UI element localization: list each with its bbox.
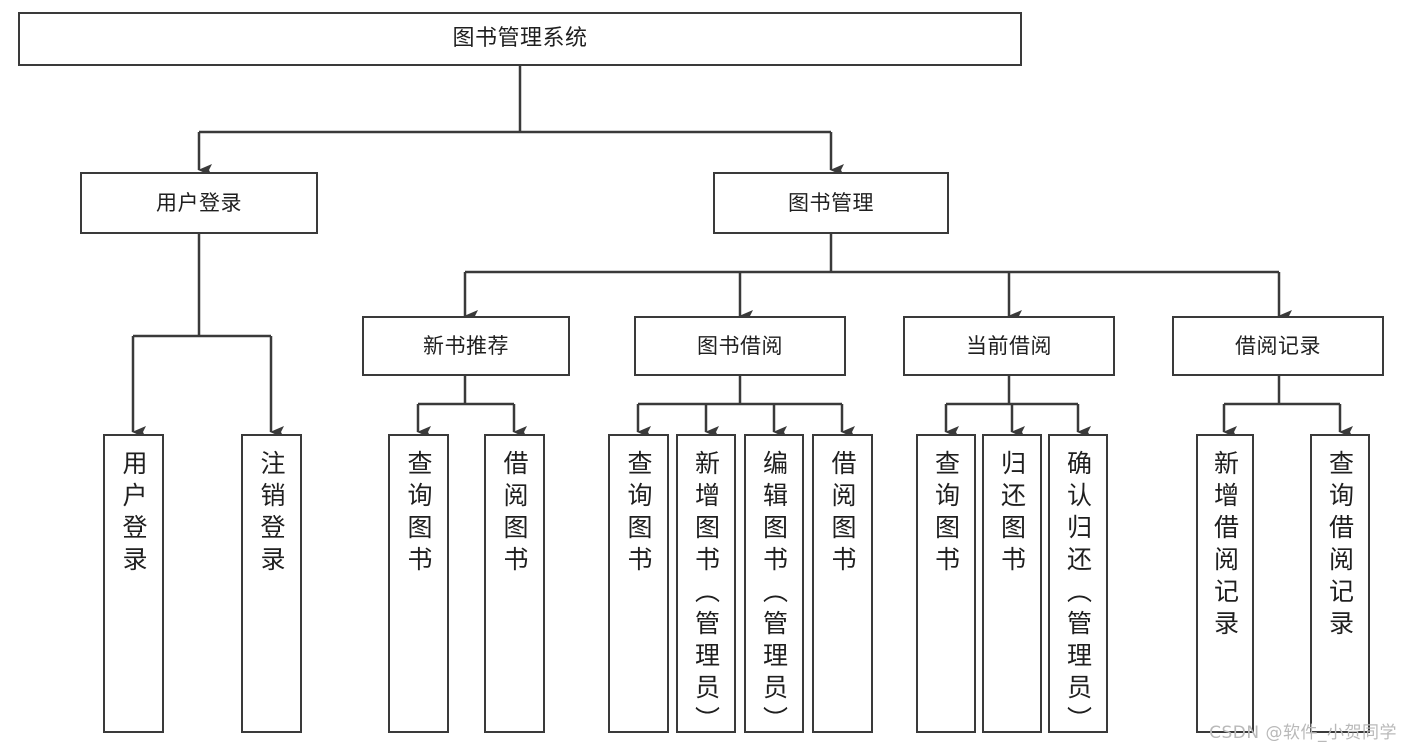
node-label: 用户登录	[119, 450, 148, 578]
leaf-current-borrow-confirm-return-admin[interactable]: 确认归还（管理员）	[1048, 434, 1108, 738]
leaf-borrow-record-query-record[interactable]: 查询借阅记录	[1310, 434, 1370, 733]
node-label: 查询借阅记录	[1325, 450, 1355, 642]
node-label: 查询图书	[931, 450, 961, 578]
node-book-management[interactable]: 图书管理	[713, 172, 949, 234]
node-label: 图书管理系统	[452, 26, 588, 52]
leaf-new-book-query-book[interactable]: 查询图书	[388, 434, 449, 733]
node-current-borrow[interactable]: 当前借阅	[903, 316, 1115, 376]
leaf-new-book-borrow-book[interactable]: 借阅图书	[484, 434, 545, 733]
watermark: CSDN @软件_小贺同学	[1209, 723, 1397, 743]
node-book-borrow[interactable]: 图书借阅	[634, 316, 846, 376]
node-new-book-recommend[interactable]: 新书推荐	[362, 316, 570, 376]
leaf-book-borrow-add-book-admin[interactable]: 新增图书（管理员）	[676, 434, 736, 738]
leaf-user-login-login[interactable]: 用户登录	[103, 434, 164, 733]
leaf-user-login-logout[interactable]: 注销登录	[241, 434, 302, 733]
leaf-borrow-record-add-record[interactable]: 新增借阅记录	[1196, 434, 1254, 733]
node-label: 确认归还（管理员）	[1063, 450, 1093, 738]
leaf-book-borrow-borrow-book[interactable]: 借阅图书	[812, 434, 873, 733]
node-label: 查询图书	[624, 450, 653, 578]
node-label: 用户登录	[156, 190, 242, 215]
node-label: 图书管理	[788, 190, 874, 215]
node-borrow-record[interactable]: 借阅记录	[1172, 316, 1384, 376]
node-label: 借阅图书	[500, 450, 529, 578]
node-label: 编辑图书（管理员）	[759, 450, 789, 738]
node-label: 注销登录	[257, 450, 286, 578]
node-label: 新增借阅记录	[1210, 450, 1240, 642]
node-root-book-management-system[interactable]: 图书管理系统	[18, 12, 1022, 66]
node-user-login[interactable]: 用户登录	[80, 172, 318, 234]
leaf-book-borrow-edit-book-admin[interactable]: 编辑图书（管理员）	[744, 434, 804, 738]
node-label: 图书借阅	[697, 333, 783, 358]
node-label: 新增图书（管理员）	[691, 450, 721, 738]
node-label: 新书推荐	[423, 333, 509, 358]
node-label: 查询图书	[404, 450, 433, 578]
leaf-current-borrow-query-book[interactable]: 查询图书	[916, 434, 976, 733]
node-label: 归还图书	[997, 450, 1027, 578]
leaf-current-borrow-return-book[interactable]: 归还图书	[982, 434, 1042, 733]
node-label: 借阅图书	[828, 450, 857, 578]
node-label: 当前借阅	[966, 333, 1052, 358]
leaf-book-borrow-query-book[interactable]: 查询图书	[608, 434, 669, 733]
node-label: 借阅记录	[1235, 333, 1321, 358]
